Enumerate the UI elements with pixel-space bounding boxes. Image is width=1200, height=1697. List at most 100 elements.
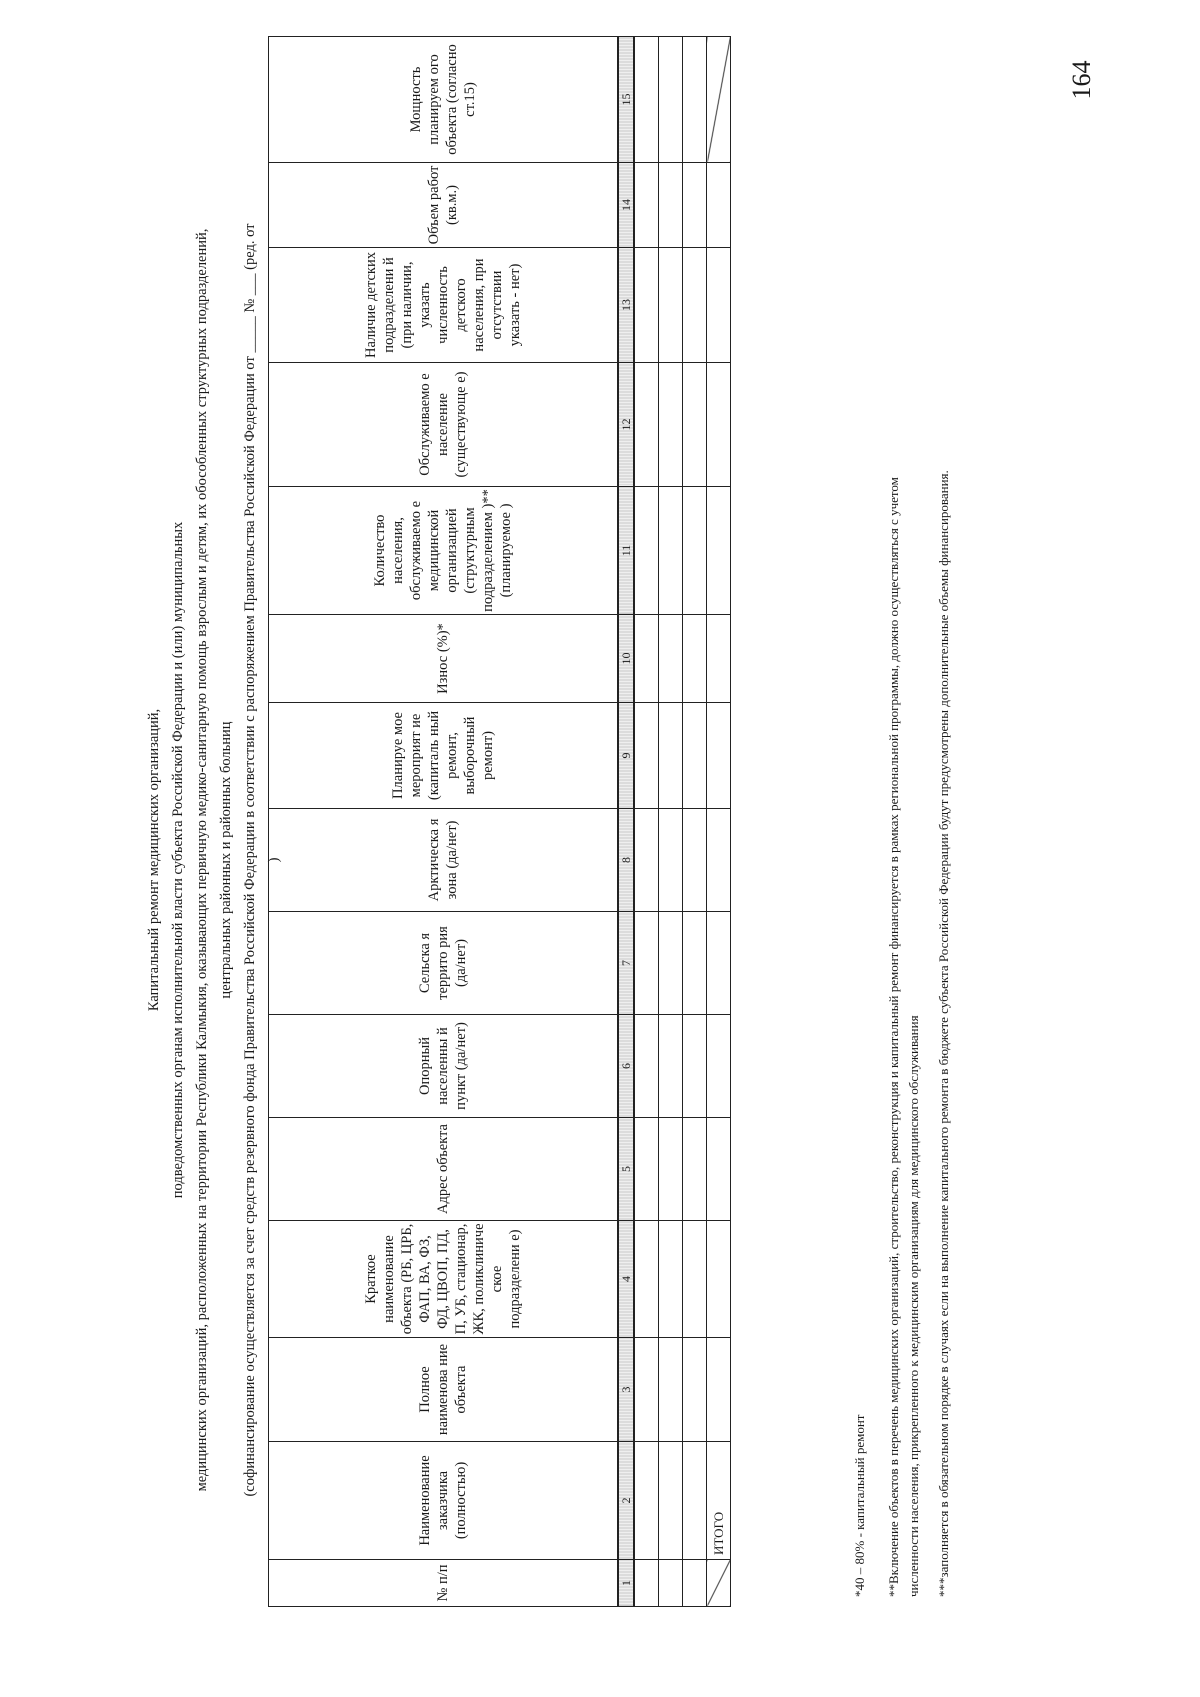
footnote-wear: *40 – 80% - капитальный ремонт bbox=[852, 1414, 867, 1597]
table-row bbox=[658, 36, 683, 1607]
empty-cell bbox=[682, 911, 707, 1015]
empty-cell bbox=[682, 808, 707, 912]
empty-cell bbox=[634, 247, 659, 363]
rotated-page-content: Капитальный ремонт медицинских организац… bbox=[130, 36, 1160, 1625]
empty-cell bbox=[706, 1014, 731, 1118]
column-number: 4 bbox=[618, 1220, 634, 1338]
empty-cell bbox=[658, 614, 683, 703]
total-label: ИТОГО bbox=[706, 1441, 731, 1560]
empty-cell bbox=[658, 808, 683, 912]
empty-cell bbox=[682, 1220, 707, 1338]
total-row: ИТОГО bbox=[706, 36, 731, 1607]
empty-cell bbox=[658, 1441, 683, 1560]
column-number: 8 bbox=[618, 808, 634, 912]
empty-cell bbox=[682, 702, 707, 809]
empty-cell bbox=[706, 614, 731, 703]
empty-cell bbox=[706, 1337, 731, 1442]
empty-cell bbox=[706, 702, 731, 809]
empty-cell bbox=[706, 486, 731, 615]
header-cell-wear: Износ (%)* bbox=[268, 614, 618, 703]
header-cell-capacity: Мощность планируем ого объекта (согласно… bbox=[268, 36, 618, 163]
header-cell-arctic-zone: Арктическа я зона (да/нет) bbox=[268, 808, 618, 912]
empty-cell bbox=[658, 1337, 683, 1442]
header-cell-hub-settlement: Опорный населенны й пункт (да/нет) bbox=[268, 1014, 618, 1118]
empty-cell bbox=[706, 1220, 731, 1338]
empty-cell bbox=[682, 1014, 707, 1118]
empty-cell bbox=[682, 614, 707, 703]
header-cell-address: Адрес объекта bbox=[268, 1117, 618, 1221]
header-cell-short-name: Краткое наименование объекта (РБ, ЦРБ, Ф… bbox=[268, 1220, 618, 1338]
column-number: 13 bbox=[618, 247, 634, 363]
header-cell-full-name: Полное наименова ние объекта bbox=[268, 1337, 618, 1442]
column-number: 2 bbox=[618, 1441, 634, 1560]
empty-cell bbox=[682, 1117, 707, 1221]
column-number: 11 bbox=[618, 486, 634, 615]
footnotes: *40 – 80% - капитальный ремонт **Включен… bbox=[850, 117, 954, 1597]
header-cell-population-existing: Обслуживаемо е население (существующе е) bbox=[268, 362, 618, 487]
table-row bbox=[682, 36, 707, 1607]
column-number: 7 bbox=[618, 911, 634, 1015]
header-cell-population-planned: Количество населения, обслуживаемо е мед… bbox=[268, 486, 618, 615]
table-row bbox=[634, 36, 659, 1607]
empty-cell bbox=[706, 162, 731, 248]
header-line: подведомственных органам исполнительной … bbox=[170, 521, 186, 1199]
empty-cell bbox=[706, 362, 731, 487]
empty-cell bbox=[658, 36, 683, 163]
empty-cell bbox=[658, 702, 683, 809]
footnote-mandatory: ***заполняется в обязательном порядке в … bbox=[936, 470, 951, 1597]
empty-cell bbox=[634, 1337, 659, 1442]
header-line: центральных районных и районных больниц bbox=[218, 721, 234, 999]
total-diagonal-cell bbox=[706, 36, 731, 163]
empty-cell bbox=[634, 702, 659, 809]
column-number-row: 1 2 3 4 5 6 7 8 9 10 11 12 13 14 15 bbox=[618, 36, 634, 1607]
empty-cell bbox=[634, 486, 659, 615]
empty-cell bbox=[706, 1117, 731, 1221]
document-header: Капитальный ремонт медицинских организац… bbox=[142, 95, 286, 1625]
empty-cell bbox=[658, 247, 683, 363]
empty-cell bbox=[658, 1559, 683, 1607]
column-number: 12 bbox=[618, 362, 634, 487]
empty-cell bbox=[634, 1014, 659, 1118]
empty-cell bbox=[658, 1117, 683, 1221]
header-line: медицинских организаций, расположенных н… bbox=[194, 228, 210, 1492]
empty-cell bbox=[634, 36, 659, 163]
empty-cell bbox=[634, 1117, 659, 1221]
header-cell-customer: Наименование заказчика (полностью) bbox=[268, 1441, 618, 1560]
empty-cell bbox=[706, 247, 731, 363]
column-number: 1 bbox=[618, 1559, 634, 1607]
header-line: Капитальный ремонт медицинских организац… bbox=[146, 708, 162, 1012]
header-line: (софинансирование осуществляется за счет… bbox=[242, 223, 258, 1497]
empty-cell bbox=[658, 486, 683, 615]
column-number: 9 bbox=[618, 702, 634, 809]
empty-cell bbox=[682, 486, 707, 615]
empty-cell bbox=[682, 1337, 707, 1442]
column-number: 10 bbox=[618, 614, 634, 703]
empty-cell bbox=[658, 1220, 683, 1338]
form-table: № п/п Наименование заказчика (полностью)… bbox=[268, 36, 731, 1607]
total-diagonal-cell bbox=[706, 1559, 731, 1607]
empty-cell bbox=[706, 808, 731, 912]
footnote-inclusion-cont: численности населения, прикрепленного к … bbox=[906, 1015, 921, 1597]
empty-cell bbox=[682, 362, 707, 487]
empty-cell bbox=[634, 1441, 659, 1560]
column-number: 6 bbox=[618, 1014, 634, 1118]
empty-cell bbox=[682, 1441, 707, 1560]
empty-cell bbox=[658, 162, 683, 248]
header-cell-rural-area: Сельска я террито рия (да/нет) bbox=[268, 911, 618, 1015]
column-number: 3 bbox=[618, 1337, 634, 1442]
empty-cell bbox=[682, 1559, 707, 1607]
empty-cell bbox=[634, 1559, 659, 1607]
empty-cell bbox=[658, 362, 683, 487]
empty-cell bbox=[634, 614, 659, 703]
empty-cell bbox=[634, 1220, 659, 1338]
column-number: 14 bbox=[618, 162, 634, 248]
empty-cell bbox=[682, 36, 707, 163]
header-cell-children-units: Наличие детских подразделени й (при нали… bbox=[268, 247, 618, 363]
empty-cell bbox=[634, 808, 659, 912]
table-header-row: № п/п Наименование заказчика (полностью)… bbox=[268, 36, 618, 1607]
empty-cell bbox=[658, 911, 683, 1015]
header-cell-planned-measure: Планируе мое мероприят ие (капиталь ный … bbox=[268, 702, 618, 809]
empty-cell bbox=[634, 362, 659, 487]
empty-cell bbox=[706, 911, 731, 1015]
column-number: 15 bbox=[618, 36, 634, 163]
